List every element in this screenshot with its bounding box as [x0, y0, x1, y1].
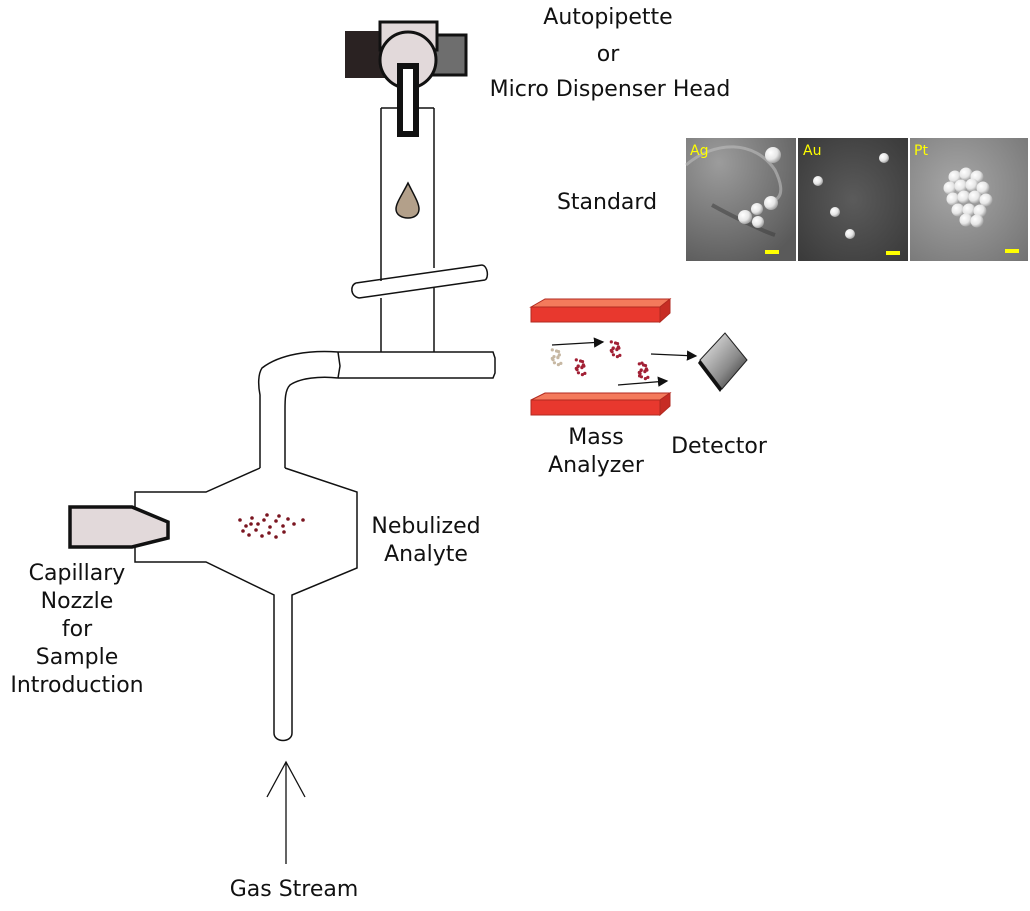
detector-icon — [698, 332, 748, 392]
sem-label-au: Au — [803, 143, 821, 159]
gas-stream-arrow — [266, 760, 306, 864]
mass-analyzer-label-line-2: Analyzer — [548, 453, 645, 478]
quadrupole-rod-top — [529, 297, 672, 324]
ion-path-arrows — [551, 337, 698, 387]
capillary-label-line-1: Capillary — [29, 561, 126, 586]
capillary-label-line-3: for — [62, 617, 93, 642]
sem-panel-au: Au — [798, 138, 908, 261]
mass-analyzer-label: Mass Analyzer — [548, 425, 645, 478]
capillary-label-line-4: Sample — [36, 645, 119, 670]
capillary-label-line-5: Introduction — [10, 673, 143, 698]
mass-analyzer-label-line-1: Mass — [568, 425, 623, 450]
autopipette-label-line-3: Micro Dispenser Head — [490, 77, 731, 102]
vertical-tube — [380, 107, 435, 352]
sem-label-pt: Pt — [914, 143, 928, 159]
transfer-tube — [257, 350, 496, 468]
sem-label-ag: Ag — [690, 143, 708, 159]
sem-panel-ag: Ag — [685, 138, 796, 261]
tube-clamp — [351, 264, 489, 299]
autopipette-label-line-2: or — [597, 42, 620, 67]
autopipette-label-line-1: Autopipette — [543, 5, 672, 30]
autopipette-head — [345, 20, 468, 137]
standard-label: Standard — [557, 190, 657, 215]
ion-clusters — [550, 340, 650, 381]
nebulized-analyte-label: Nebulized Analyte — [371, 514, 480, 567]
autopipette-label: Autopipette or Micro Dispenser Head — [490, 5, 731, 102]
sem-panel-pt: Pt — [910, 138, 1028, 261]
capillary-nozzle-label: Capillary Nozzle for Sample Introduction — [10, 561, 143, 698]
quadrupole-rod-bottom — [530, 392, 672, 417]
nebulized-label-line-1: Nebulized — [371, 514, 480, 539]
dispenser-tip — [397, 63, 419, 137]
capillary-nozzle — [68, 505, 170, 549]
nebulizer-chamber — [134, 467, 358, 742]
nebulized-analyte-particles — [238, 513, 305, 539]
capillary-label-line-2: Nozzle — [41, 589, 114, 614]
gas-stream-label: Gas Stream — [230, 877, 359, 902]
detector-label: Detector — [671, 434, 768, 459]
nebulized-label-line-2: Analyte — [384, 542, 468, 567]
droplet-icon — [395, 181, 420, 219]
